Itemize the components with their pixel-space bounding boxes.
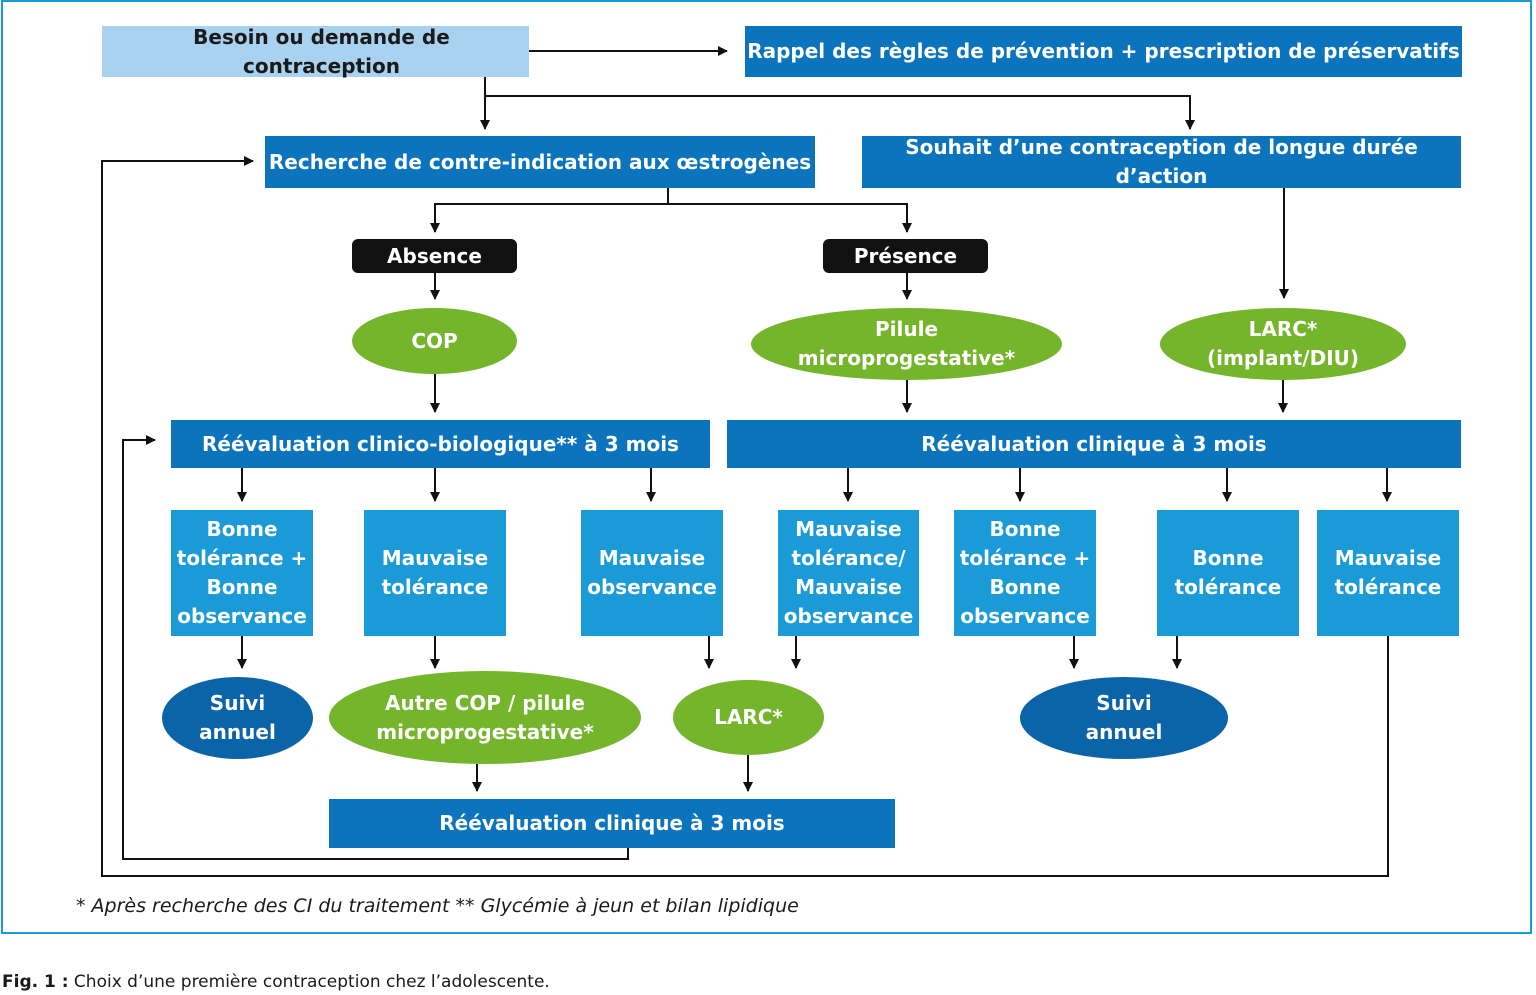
arrow-recherche-presence — [668, 203, 912, 233]
reeval-clinico-bio-box: Réévaluation clinico-biologique** à 3 mo… — [171, 420, 710, 468]
besoin-box: Besoin ou demande de contraception — [102, 25, 529, 78]
souhait-box: Souhait d’une contraception de longue du… — [862, 135, 1461, 188]
caption-text: Choix d’une première contraception chez … — [68, 972, 550, 992]
larc-bottom-ellipse: LARC* — [673, 680, 824, 755]
absence-label: Absence — [352, 239, 517, 273]
reeval-bottom-box: Réévaluation clinique à 3 mois — [329, 799, 895, 848]
rappel-box: Rappel des règles de prévention + prescr… — [745, 26, 1462, 77]
loop-to-recherche — [101, 156, 1389, 877]
presence-label: Présence — [823, 239, 988, 273]
caption-label: Fig. 1 : — [2, 972, 69, 992]
loop-to-reeval-bio — [122, 435, 629, 860]
footnote: * Après recherche des CI du traitement *… — [76, 895, 799, 917]
figure-caption: Fig. 1 : Choix d’une première contracept… — [2, 972, 550, 992]
recherche-box: Recherche de contre-indication aux œstro… — [265, 136, 815, 188]
arrow-recherche-absence — [430, 188, 669, 233]
larc-top-ellipse: LARC*(implant/DIU) — [1160, 308, 1406, 380]
figure-frame — [1, 0, 1532, 934]
reeval-clinique-box: Réévaluation clinique à 3 mois — [727, 420, 1461, 468]
cop-ellipse: COP — [352, 308, 517, 374]
arrow-besoin-souhait — [485, 95, 1195, 130]
